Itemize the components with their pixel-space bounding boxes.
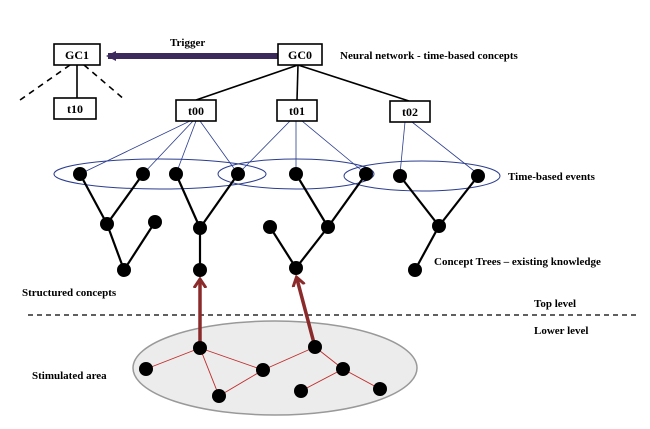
- trigger-label: Trigger: [170, 37, 205, 49]
- event-node: [359, 167, 373, 181]
- tree-node: [408, 263, 422, 277]
- network-links: [79, 120, 479, 175]
- box-t02: t02: [389, 100, 431, 123]
- event-node: [471, 169, 485, 183]
- stimulated-node: [139, 362, 153, 376]
- event-node: [393, 169, 407, 183]
- event-node: [73, 167, 87, 181]
- stimulated-node: [212, 389, 226, 403]
- neural-network-label: Neural network - time-based concepts: [340, 50, 519, 62]
- structured-concepts-label: Structured concepts: [22, 287, 117, 299]
- box-t10-label: t10: [67, 102, 83, 116]
- event-node: [289, 167, 303, 181]
- box-t00: t00: [175, 99, 217, 122]
- lower-level-label: Lower level: [534, 325, 588, 337]
- concept-trees-label: Concept Trees – existing knowledge: [434, 256, 601, 268]
- gc1-links: [19, 64, 126, 101]
- tree-node: [263, 220, 277, 234]
- stimulated-links: [145, 346, 381, 397]
- stimulated-node: [193, 341, 207, 355]
- box-t01-label: t01: [289, 104, 305, 118]
- tree-node: [432, 219, 446, 233]
- time-based-events-label: Time-based events: [508, 171, 596, 183]
- box-t00-label: t00: [188, 104, 204, 118]
- box-gc0: GC0: [277, 43, 323, 66]
- box-t01: t01: [276, 99, 318, 122]
- box-gc1: GC1: [53, 43, 101, 66]
- event-ellipses: [53, 158, 501, 192]
- stimulated-node: [294, 384, 308, 398]
- stimulated-area-label: Stimulated area: [32, 370, 107, 382]
- stimulated-node: [308, 340, 322, 354]
- gc0-links: [195, 64, 410, 102]
- stimulated-node: [256, 363, 270, 377]
- top-level-label: Top level: [534, 298, 576, 310]
- tree-node: [321, 220, 335, 234]
- box-gc1-label: GC1: [65, 48, 89, 62]
- tree-node: [289, 261, 303, 275]
- stimulus-arrow-right: [297, 279, 317, 348]
- stimulated-node: [373, 382, 387, 396]
- box-t02-label: t02: [402, 105, 418, 119]
- event-node: [231, 167, 245, 181]
- concept-trees: [79, 173, 479, 271]
- tree-node: [193, 263, 207, 277]
- nodes: [73, 167, 485, 403]
- stimulated-node: [336, 362, 350, 376]
- tree-node: [117, 263, 131, 277]
- box-gc0-label: GC0: [288, 48, 312, 62]
- box-t10: t10: [53, 97, 97, 120]
- stimulated-area-ellipse: [132, 320, 418, 416]
- event-node: [169, 167, 183, 181]
- tree-node: [100, 217, 114, 231]
- tree-node: [148, 215, 162, 229]
- tree-node: [193, 221, 207, 235]
- event-node: [136, 167, 150, 181]
